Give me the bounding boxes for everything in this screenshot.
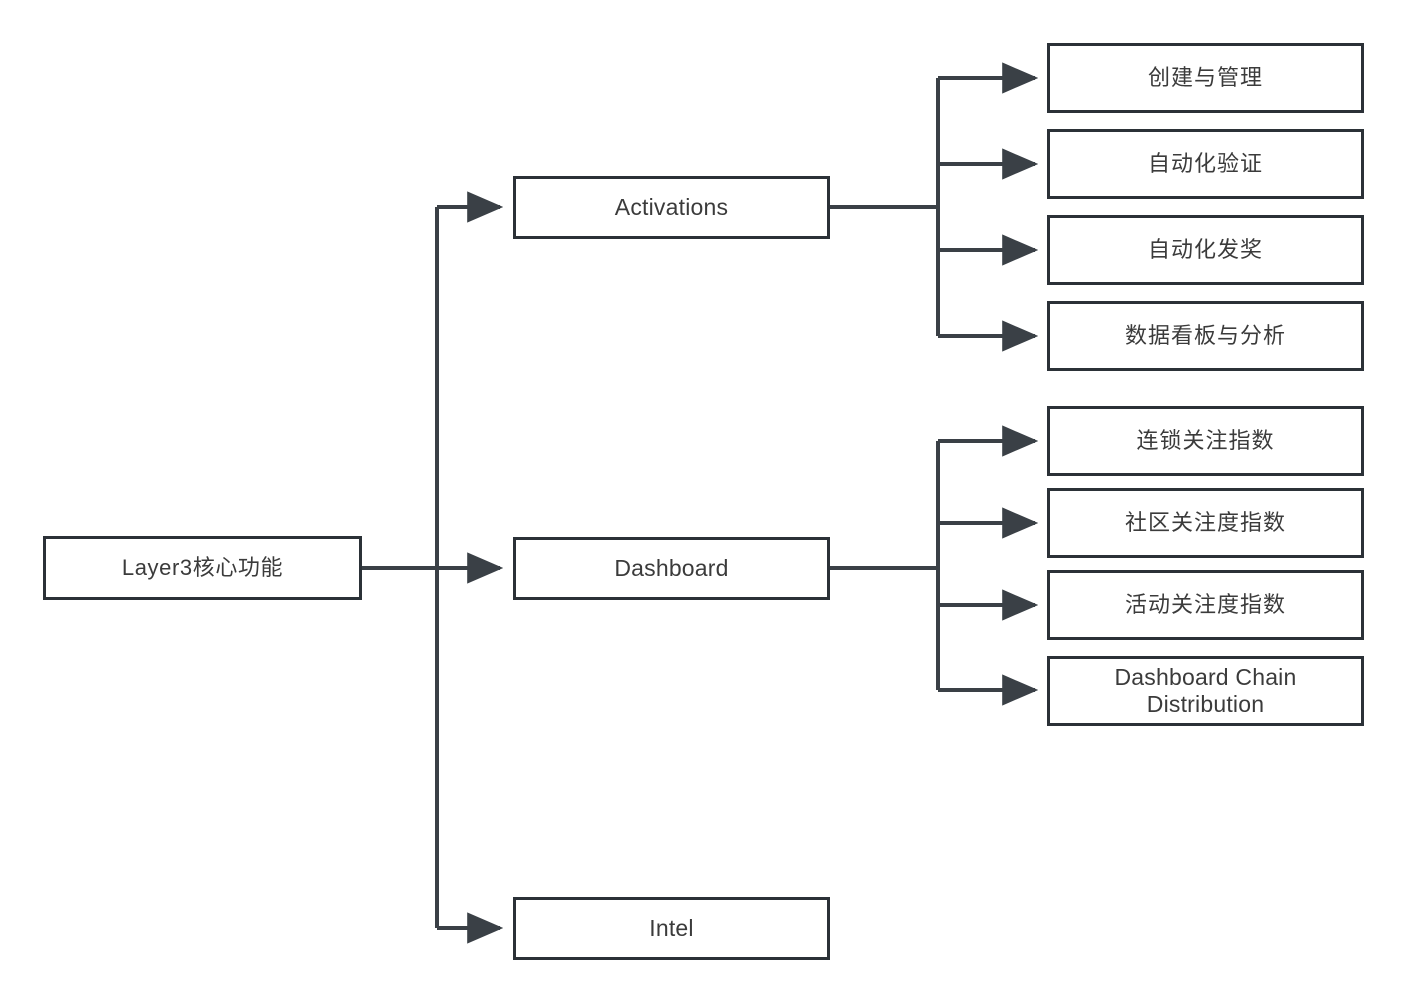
node-dashboard[interactable]: Dashboard [513,537,830,600]
node-dashboard-child-chain-distribution[interactable]: Dashboard Chain Distribution [1047,656,1364,726]
node-label: 创建与管理 [1147,65,1263,91]
node-label: 自动化发奖 [1147,237,1263,263]
node-intel[interactable]: Intel [513,897,830,960]
node-root[interactable]: Layer3核心功能 [43,536,362,600]
node-activations[interactable]: Activations [513,176,830,239]
node-dashboard-label: Dashboard [614,554,729,581]
node-dashboard-child-chain-attention[interactable]: 连锁关注指数 [1047,406,1364,476]
node-label: 数据看板与分析 [1124,323,1286,349]
node-activations-child-create-manage[interactable]: 创建与管理 [1047,43,1364,113]
node-root-label: Layer3核心功能 [121,555,284,581]
node-activations-label: Activations [614,193,729,220]
node-dashboard-child-community-attention[interactable]: 社区关注度指数 [1047,488,1364,558]
node-activations-child-data-board[interactable]: 数据看板与分析 [1047,301,1364,371]
node-dashboard-child-activity-attention[interactable]: 活动关注度指数 [1047,570,1364,640]
node-label: 活动关注度指数 [1124,592,1286,618]
node-label: 社区关注度指数 [1124,510,1286,536]
node-intel-label: Intel [649,914,694,941]
node-label: 自动化验证 [1147,151,1263,177]
node-label: 连锁关注指数 [1136,428,1275,454]
node-label: Dashboard Chain Distribution [1114,663,1297,717]
node-activations-child-auto-verify[interactable]: 自动化验证 [1047,129,1364,199]
node-activations-child-auto-reward[interactable]: 自动化发奖 [1047,215,1364,285]
